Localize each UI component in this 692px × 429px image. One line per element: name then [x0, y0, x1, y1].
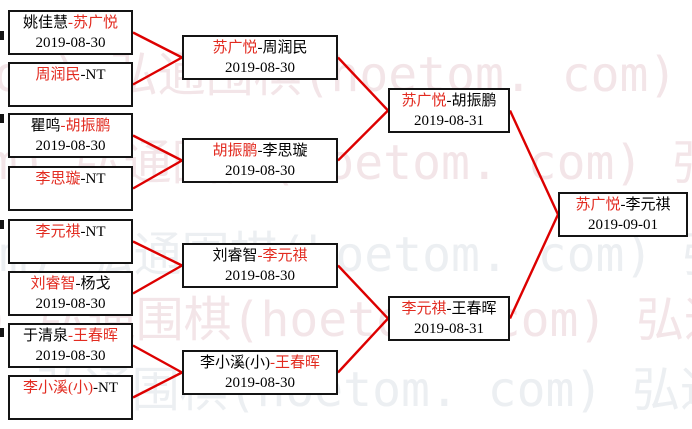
match-players: 苏广悦-周润民: [184, 38, 336, 58]
player1-name: 苏广悦: [401, 93, 447, 109]
player2-name: -杨戈: [75, 276, 111, 292]
match-date: 2019-09-01: [588, 217, 658, 233]
match-box-round-2-4: 李小溪(小)-王春晖 2019-08-30: [182, 350, 338, 395]
match-players: 李小溪(小)-王春晖: [184, 353, 336, 373]
bracket-connector: [132, 344, 183, 374]
player2-name: -NT: [80, 67, 106, 83]
match-box-round-2-1: 苏广悦-周润民 2019-08-30: [182, 35, 338, 80]
player2-name: -NT: [80, 224, 106, 240]
cropped-border-fragment: [0, 220, 4, 229]
bracket-connector: [132, 56, 183, 86]
match-box-round-1-2: 周润民-NT: [8, 62, 133, 107]
player1-name: 苏广悦: [575, 197, 621, 213]
cropped-border-fragment: [0, 31, 4, 40]
match-players: 于清泉-王春晖: [10, 326, 131, 346]
match-date: 2019-08-30: [225, 163, 295, 179]
match-box-semifinal-1: 苏广悦-胡振鹏 2019-08-31: [388, 88, 510, 133]
match-box-round-1-5: 李元祺-NT: [8, 219, 133, 264]
match-date: 2019-08-30: [35, 348, 106, 364]
match-date: 2019-08-30: [225, 375, 295, 391]
match-box-final-1: 苏广悦-李元祺 2019-09-01: [558, 192, 688, 237]
match-box-round-1-6: 刘睿智-杨戈 2019-08-30: [8, 271, 133, 316]
player1-name: 胡振鹏: [212, 143, 258, 159]
match-box-round-1-4: 李思璇-NT: [8, 166, 133, 211]
player1-name: 姚佳慧: [22, 15, 68, 31]
match-box-round-2-2: 胡振鹏-李思璇 2019-08-30: [182, 138, 338, 183]
match-players: 李思璇-NT: [10, 169, 131, 189]
match-date: 2019-08-30: [225, 268, 295, 284]
cropped-border-fragment: [0, 328, 4, 337]
bracket-connector: [132, 264, 183, 295]
player1-name: 李元祺: [35, 224, 81, 240]
player1-name: 苏广悦: [212, 40, 258, 56]
match-box-round-1-3: 瞿鸣-胡振鹏 2019-08-30: [8, 113, 133, 158]
bracket-connector: [337, 317, 389, 374]
match-date: 2019-08-30: [225, 60, 295, 76]
bracket-connector: [132, 134, 183, 162]
player1-name: 周润民: [35, 67, 81, 83]
match-date: 2019-08-31: [414, 321, 484, 337]
match-players: 李小溪(小)-NT: [10, 378, 131, 398]
match-box-round-1-1: 姚佳慧-苏广悦 2019-08-30: [8, 10, 133, 55]
match-players: 刘睿智-杨戈: [10, 274, 131, 294]
player1-name: 瞿鸣: [30, 118, 61, 134]
player1-name: 李小溪(小): [23, 380, 93, 396]
match-date: 2019-08-30: [35, 35, 106, 51]
match-players: 苏广悦-胡振鹏: [390, 91, 508, 111]
match-players: 瞿鸣-胡振鹏: [10, 116, 131, 136]
match-players: 胡振鹏-李思璇: [184, 141, 336, 161]
match-box-semifinal-2: 李元祺-王春晖 2019-08-31: [388, 296, 510, 341]
player2-name: -李元祺: [620, 197, 671, 213]
player2-name: -李元祺: [257, 248, 308, 264]
player1-name: 李思璇: [35, 171, 81, 187]
player1-name: 于清泉: [22, 328, 68, 344]
match-date: 2019-08-30: [35, 138, 106, 154]
bracket-connector: [132, 159, 183, 190]
match-box-round-1-8: 李小溪(小)-NT: [8, 375, 133, 420]
match-players: 姚佳慧-苏广悦: [10, 13, 131, 33]
match-players: 周润民-NT: [10, 65, 131, 85]
bracket-connector: [337, 109, 389, 162]
match-players: 李元祺-王春晖: [390, 299, 508, 319]
player2-name: -胡振鹏: [60, 118, 111, 134]
player1-name: 刘睿智: [212, 248, 258, 264]
match-box-round-1-7: 于清泉-王春晖 2019-08-30: [8, 323, 133, 368]
player2-name: -NT: [93, 380, 118, 396]
player2-name: -胡振鹏: [446, 93, 497, 109]
player1-name: 李小溪(小): [200, 355, 270, 371]
player2-name: -王春晖: [446, 301, 497, 317]
match-box-round-2-3: 刘睿智-李元祺 2019-08-30: [182, 243, 338, 288]
player2-name: -周润民: [257, 40, 308, 56]
cropped-border-fragment: [0, 114, 4, 123]
match-players: 李元祺-NT: [10, 222, 131, 242]
match-date: 2019-08-30: [35, 296, 106, 312]
player2-name: -苏广悦: [68, 15, 118, 31]
bracket-connector: [132, 31, 183, 59]
player2-name: -李思璇: [257, 143, 308, 159]
match-players: 苏广悦-李元祺: [560, 195, 686, 215]
player1-name: 李元祺: [401, 301, 447, 317]
bracket-connector: [132, 240, 183, 267]
player1-name: 刘睿智: [30, 276, 76, 292]
bracket-connector: [132, 371, 183, 399]
bracket-connector: [508, 213, 560, 320]
bracket-connector: [337, 264, 389, 320]
player2-name: -王春晖: [270, 355, 320, 371]
player2-name: -NT: [80, 171, 106, 187]
player2-name: -王春晖: [68, 328, 118, 344]
bracket-connector: [508, 109, 560, 216]
match-date: 2019-08-31: [414, 113, 484, 129]
match-players: 刘睿智-李元祺: [184, 246, 336, 266]
bracket-connector: [337, 56, 389, 112]
